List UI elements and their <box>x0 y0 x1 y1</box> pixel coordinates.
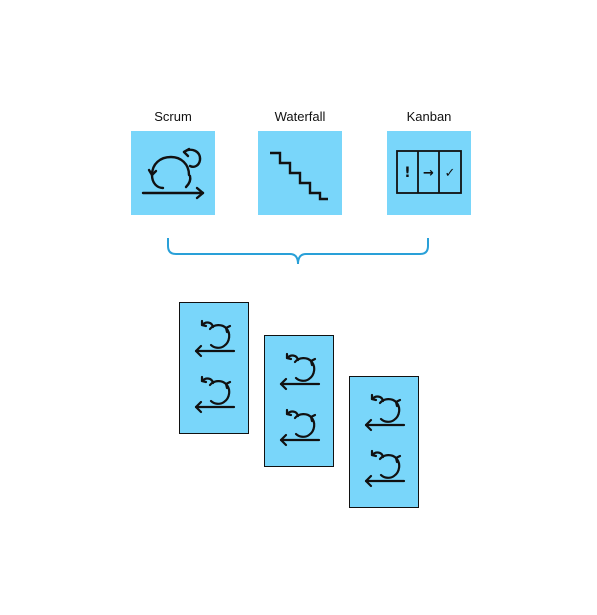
sprint-card-1 <box>179 302 249 434</box>
waterfall-label: Waterfall <box>274 109 326 124</box>
sprint-cycle-icon <box>360 445 410 493</box>
sprint-cycle-icon <box>190 315 240 363</box>
kanban-label: Kanban <box>406 109 452 124</box>
sprint-cycle-icon <box>275 348 325 396</box>
waterfall-steps-icon <box>258 131 342 215</box>
scrum-label: Scrum <box>154 109 192 124</box>
kanban-tile: ! → ✓ <box>387 131 471 215</box>
sprint-card-3 <box>349 376 419 508</box>
scrum-cycle-icon <box>131 131 215 215</box>
kanban-board-icon: ! → ✓ <box>387 131 471 215</box>
sprint-card-2 <box>264 335 334 467</box>
grouping-brace <box>167 238 429 265</box>
scrum-tile <box>131 131 215 215</box>
kanban-doing-mark: → <box>423 166 434 181</box>
sprint-cycle-icon <box>360 389 410 437</box>
waterfall-tile <box>258 131 342 215</box>
sprint-cycle-icon <box>275 404 325 452</box>
kanban-todo-mark: ! <box>404 165 410 181</box>
kanban-done-mark: ✓ <box>445 166 456 181</box>
sprint-cycle-icon <box>190 371 240 419</box>
